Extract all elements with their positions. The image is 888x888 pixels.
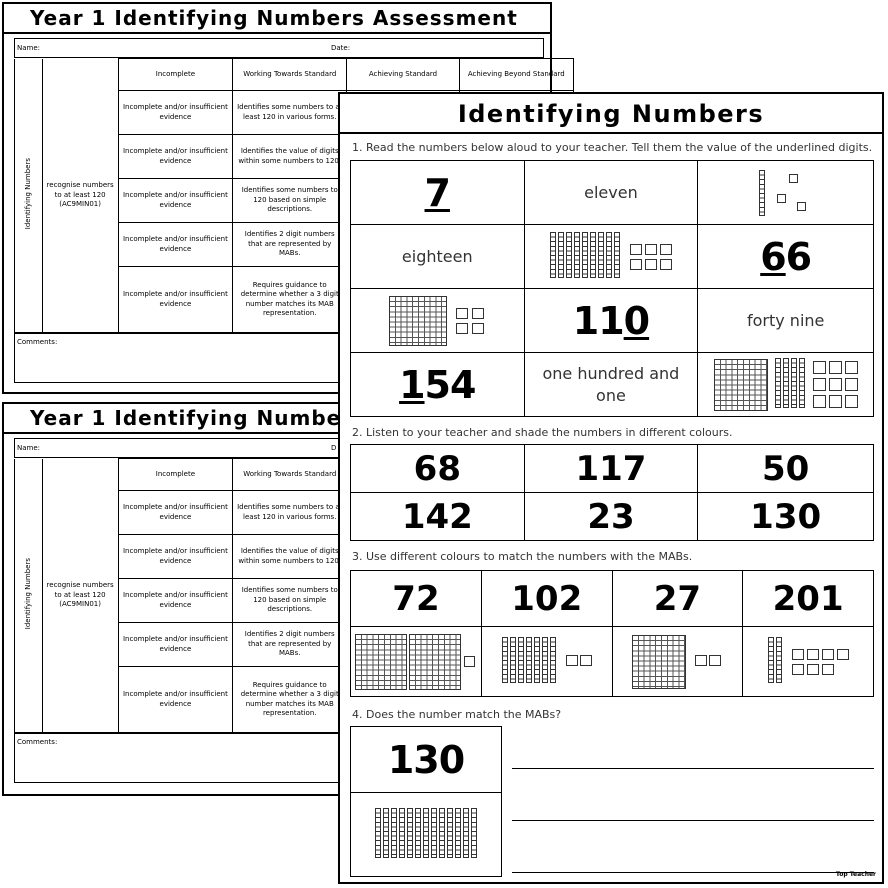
answer-line[interactable] [512, 820, 874, 821]
col-achieving: Achieving Standard [346, 58, 460, 91]
cell: Incomplete and/or insufficient evidence [117, 134, 234, 179]
rubric-title: Year 1 Identifying Numbers Assessment [4, 4, 550, 34]
cell: Incomplete and/or insufficient evidence [117, 90, 234, 135]
cell: Identifies the value of digits within so… [232, 134, 348, 179]
q4-grid: 130 [350, 726, 502, 877]
q2-grid: 68 117 50 142 23 130 [350, 444, 874, 541]
name-date-row: Name: Date: [14, 38, 544, 58]
cell: Requires guidance to determine whether a… [232, 266, 348, 333]
rubric-sheet-bottom: Year 1 Identifying Numbe Name: D Identif… [2, 402, 575, 796]
q4-number: 130 [387, 737, 465, 782]
brand-logo: Top Teacher [835, 871, 876, 878]
mab-104 [351, 295, 524, 346]
q1-number-7: 7 [424, 170, 451, 215]
section-label: Identifying Numbers [23, 157, 32, 230]
q2-number[interactable]: 68 [413, 448, 461, 489]
q1-number-110: 110 [572, 298, 650, 343]
worksheet-title: Identifying Numbers [340, 94, 882, 134]
q1-word-eleven: eleven [584, 183, 638, 202]
q3-number[interactable]: 201 [772, 578, 844, 619]
col-incomplete: Incomplete [117, 58, 234, 91]
mab-201-card[interactable] [351, 633, 481, 690]
cell: Incomplete and/or insufficient evidence [117, 222, 234, 267]
mab-93 [525, 231, 698, 282]
question-3: 3. Use different colours to match the nu… [352, 550, 693, 563]
q2-number[interactable]: 130 [750, 496, 822, 537]
q2-number[interactable]: 117 [575, 448, 647, 489]
name-label: Name: [17, 44, 41, 52]
cell: Incomplete and/or insufficient evidence [117, 266, 234, 333]
q1-grid: 7 eleven eighteen [350, 160, 874, 417]
q3-grid: 72 102 27 201 [350, 570, 874, 697]
mab-72-card[interactable] [482, 636, 612, 687]
q2-number[interactable]: 50 [761, 448, 810, 489]
worksheet: Identifying Numbers 1. Read the numbers … [338, 92, 884, 884]
question-2: 2. Listen to your teacher and shade the … [352, 426, 733, 439]
cell: Incomplete and/or insufficient evidence [117, 178, 234, 223]
mab-149 [698, 357, 873, 412]
q1-word-one-hundred-one: one hundred and one [542, 363, 680, 405]
question-1: 1. Read the numbers below aloud to your … [352, 141, 873, 154]
rubric-title-partial: Year 1 Identifying Numbe [4, 404, 340, 434]
q1-number-154: 154 [399, 362, 476, 407]
mab-130-rods [351, 807, 501, 862]
col-working: Working Towards Standard [232, 58, 348, 91]
q1-word-forty-nine: forty nine [746, 311, 825, 330]
q2-number[interactable]: 142 [401, 496, 473, 537]
date-label: Date: [331, 44, 351, 52]
cell: Identifies some numbers to at least 120 … [232, 90, 348, 135]
mab-11 [698, 169, 873, 216]
cell: Identifies some numbers to 120 based on … [232, 178, 348, 223]
question-4: 4. Does the number match the MABs? [352, 708, 562, 721]
col-beyond: Achieving Beyond Standard [458, 58, 575, 91]
answer-line[interactable] [512, 768, 874, 769]
mab-27-card[interactable] [743, 636, 873, 687]
name-date-row: Name: D [14, 438, 344, 458]
q3-number[interactable]: 72 [392, 578, 440, 619]
q1-number-66: 66 [760, 234, 812, 279]
answer-line[interactable] [512, 872, 874, 873]
outcome-label: recognise numbers to at least 120 (AC9MI… [41, 58, 119, 333]
cell: Identifies 2 digit numbers that are repr… [232, 222, 348, 267]
mab-102-card[interactable] [613, 634, 743, 689]
q1-word-eighteen: eighteen [401, 247, 473, 266]
q2-number[interactable]: 23 [587, 496, 635, 537]
q3-number[interactable]: 27 [653, 578, 702, 619]
q3-number[interactable]: 102 [511, 578, 583, 619]
